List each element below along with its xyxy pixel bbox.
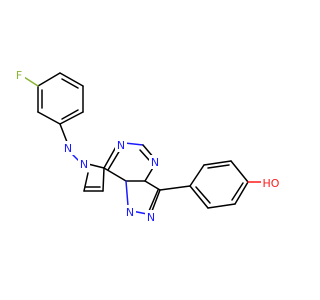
- bond: [203, 160, 232, 166]
- triazole-ring: [125, 180, 161, 215]
- atom-labels: F HO N N N N N N: [13, 68, 283, 224]
- nitrogen-atom-pyrazole-2: N: [80, 158, 88, 171]
- molecule-structure: F HO N N N N N N: [13, 68, 283, 224]
- bond: [139, 149, 150, 161]
- bond: [37, 111, 61, 125]
- bond: [148, 189, 159, 212]
- nitrogen-atom-bridgehead: N: [151, 156, 159, 169]
- bond: [59, 111, 84, 125]
- fluorophenyl-ring: [23, 72, 84, 125]
- bond: [144, 180, 161, 191]
- bond: [37, 72, 61, 87]
- phenol-ring: [189, 160, 263, 209]
- bond: [189, 164, 205, 187]
- bond: [107, 149, 121, 171]
- bond: [124, 142, 144, 146]
- bond: [59, 123, 68, 143]
- bond: [103, 144, 118, 169]
- bond: [125, 180, 129, 207]
- nitrogen-atom-triazole-1: N: [126, 206, 134, 219]
- hydroxyl-group: HO: [263, 177, 280, 190]
- bond: [83, 172, 89, 192]
- pyrimidine-ring: [103, 142, 155, 182]
- nitrogen-atom-triazole-2: N: [147, 211, 155, 224]
- bond: [151, 189, 161, 212]
- bond: [195, 186, 211, 204]
- bond: [189, 185, 209, 209]
- bond: [159, 185, 191, 191]
- nitrogen-atom-pyrazole-1: N: [64, 142, 72, 155]
- bond: [207, 203, 236, 209]
- fluorine-atom: F: [16, 69, 22, 82]
- bond: [231, 182, 244, 201]
- bond: [59, 72, 84, 87]
- bond: [102, 167, 105, 192]
- bond: [230, 160, 249, 183]
- nitrogen-atom-pyrimidine: N: [117, 139, 125, 152]
- bond: [61, 78, 79, 89]
- bond: [61, 109, 79, 120]
- bond: [207, 164, 230, 169]
- bond: [23, 76, 39, 87]
- bond: [234, 181, 249, 205]
